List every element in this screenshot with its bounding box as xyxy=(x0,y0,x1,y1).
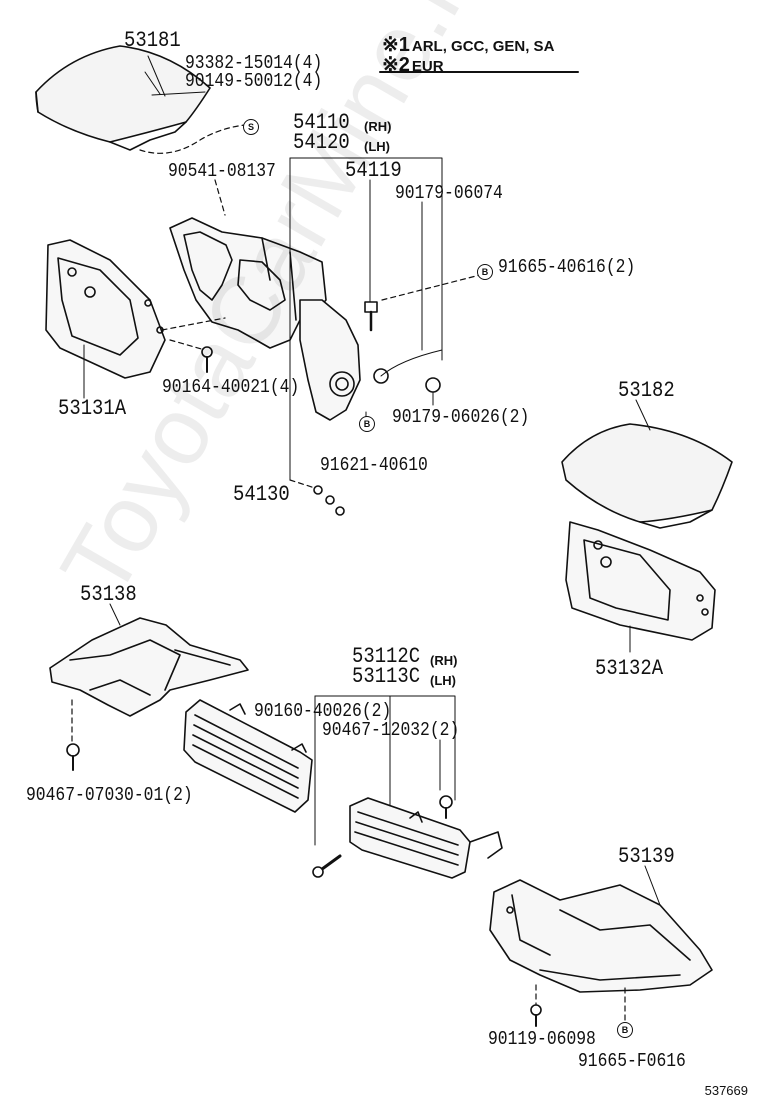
part-90467-clip xyxy=(66,743,80,771)
leader-housing-bracket xyxy=(161,317,226,331)
label-53112C-side: (RH) xyxy=(430,653,458,668)
part-54119-bolt xyxy=(364,301,378,332)
label-90164: 90164-40021(4) xyxy=(162,376,300,398)
legend-mark-1: ※1 xyxy=(382,34,410,56)
reference-number: 537669 xyxy=(704,1083,748,1098)
part-90179-06026-nut xyxy=(425,377,441,393)
marker-s: S xyxy=(243,119,259,135)
label-90467b: 90467-07030-01(2) xyxy=(26,784,193,806)
label-54119: 54119 xyxy=(345,158,402,183)
leader-53181 xyxy=(147,55,166,97)
part-90160-screw xyxy=(312,854,342,878)
label-90541: 90541-08137 xyxy=(168,160,276,182)
legend-mark-2: ※2 xyxy=(382,54,410,76)
label-54110-side: (RH) xyxy=(364,119,392,134)
label-90160: 90160-40026(2) xyxy=(254,700,392,722)
part-53131A-housing xyxy=(45,239,166,379)
part-90164-screw xyxy=(201,346,213,373)
legend-text-1: ARL, GCC, GEN, SA xyxy=(411,38,555,55)
marker-b-91665a: B xyxy=(477,264,493,280)
label-53181: 53181 xyxy=(124,28,181,53)
part-53182-cover xyxy=(561,423,733,529)
label-54120-side: (LH) xyxy=(364,139,390,154)
label-53112C: 53112C xyxy=(352,644,421,669)
leader-54110-right xyxy=(289,157,443,361)
part-90467-12032-clip xyxy=(439,795,453,819)
label-90119: 90119-06098 xyxy=(488,1028,596,1050)
leader-90541 xyxy=(214,179,226,216)
part-54110-bracket xyxy=(169,217,361,421)
part-54130-bolt xyxy=(313,485,345,516)
label-90179b: 90179-06026(2) xyxy=(392,406,530,428)
leader-53139 xyxy=(644,865,661,906)
part-53138-cover xyxy=(49,617,249,717)
leader-53182 xyxy=(635,399,651,431)
label-93382: 93382-15014(4) xyxy=(185,52,323,74)
label-91665b: 91665-F0616 xyxy=(578,1050,686,1072)
leader-93382 xyxy=(139,124,246,154)
legend-text-2: EUR xyxy=(411,58,444,75)
marker-b-91621: B xyxy=(359,416,375,432)
part-53112C-grille xyxy=(183,699,313,813)
label-53113C: 53113C xyxy=(352,664,421,689)
label-53132A: 53132A xyxy=(595,656,664,681)
leader-91665a xyxy=(381,274,481,301)
label-53138: 53138 xyxy=(80,582,137,607)
label-54130: 54130 xyxy=(233,482,290,507)
label-53182: 53182 xyxy=(618,378,675,403)
label-90179a: 90179-06074 xyxy=(395,182,503,204)
label-54120: 54120 xyxy=(293,130,350,155)
part-53132A-housing xyxy=(565,521,716,641)
marker-b-91665b: B xyxy=(617,1022,633,1038)
leader-53112C xyxy=(314,695,456,801)
part-90119-clip xyxy=(530,1004,542,1027)
leader-90164 xyxy=(169,339,206,351)
label-53139: 53139 xyxy=(618,844,675,869)
label-91621: 91621-40610 xyxy=(320,454,428,476)
leader-54130 xyxy=(289,479,316,489)
label-90467a: 90467-12032(2) xyxy=(322,719,460,741)
label-91665a: 91665-40616(2) xyxy=(498,256,636,278)
part-53181-cover xyxy=(35,45,211,151)
label-53131A: 53131A xyxy=(58,396,127,421)
label-90149: 90149-50012(4) xyxy=(185,70,323,92)
leader-53138 xyxy=(109,603,121,626)
label-54110: 54110 xyxy=(293,110,350,135)
leader-nut xyxy=(380,349,443,377)
part-53113C-grille xyxy=(349,797,503,879)
label-53113C-side: (LH) xyxy=(430,673,456,688)
part-53139-cover xyxy=(489,879,713,993)
